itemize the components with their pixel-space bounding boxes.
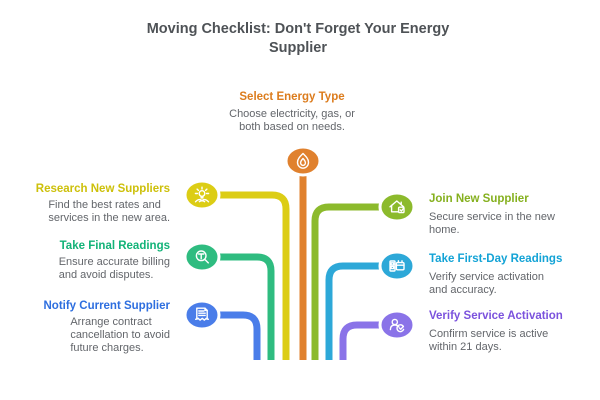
node-take-final-readings xyxy=(183,241,221,273)
item-label: Notify Current Supplier xyxy=(43,300,170,312)
idea-bulb-icon xyxy=(194,186,210,203)
item-description: Ensure accurate billing and avoid disput… xyxy=(58,256,170,281)
stem-notify-current-supplier xyxy=(204,311,261,360)
item-verify-service-activation: Verify Service Activation Confirm servic… xyxy=(429,309,563,355)
item-label: Verify Service Activation xyxy=(429,310,563,322)
stem-verify-service-activation xyxy=(339,321,395,360)
meter-calendar-icon xyxy=(389,260,405,272)
person-check-icon xyxy=(389,318,405,333)
item-label: Take Final Readings xyxy=(59,240,170,252)
item-take-first-day-readings: Take First-Day Readings Verify service a… xyxy=(429,252,562,298)
item-take-final-readings: Take Final Readings Ensure accurate bill… xyxy=(59,239,170,283)
contract-handshake-icon xyxy=(195,307,209,321)
stem-take-first-day-readings xyxy=(325,262,395,360)
center-node-label: Select Energy Type xyxy=(239,91,345,103)
home-check-icon xyxy=(389,200,405,214)
item-label: Research New Suppliers xyxy=(35,183,170,195)
item-join-new-supplier: Join New Supplier Secure service in the … xyxy=(429,192,555,238)
node-select-energy-type xyxy=(284,145,322,177)
item-description: Confirm service is active within 21 days… xyxy=(429,328,549,353)
center-node-description: Choose electricity, gas, or both based o… xyxy=(229,108,355,133)
node-join-new-supplier xyxy=(378,191,416,223)
item-description: Verify service activation and accuracy. xyxy=(429,271,544,296)
flame-icon xyxy=(296,152,310,169)
page-title: Moving Checklist: Don't Forget Your Ener… xyxy=(146,21,450,56)
item-description: Secure service in the new home. xyxy=(429,211,555,236)
item-research-new-suppliers: Research New Suppliers Find the best rat… xyxy=(36,182,170,226)
item-description: Arrange contract cancellation to avoid f… xyxy=(70,316,170,354)
stem-join-new-supplier xyxy=(311,203,395,360)
stem-research-new-suppliers xyxy=(204,191,290,360)
meter-magnifier-icon xyxy=(195,250,209,264)
item-description: Find the best rates and services in the … xyxy=(48,199,170,224)
item-notify-current-supplier: Notify Current Supplier Arrange contract… xyxy=(43,299,170,356)
node-research-new-suppliers xyxy=(183,179,221,211)
item-label: Join New Supplier xyxy=(429,193,529,205)
stem-take-final-readings xyxy=(204,253,275,360)
item-label: Take First-Day Readings xyxy=(429,253,563,265)
